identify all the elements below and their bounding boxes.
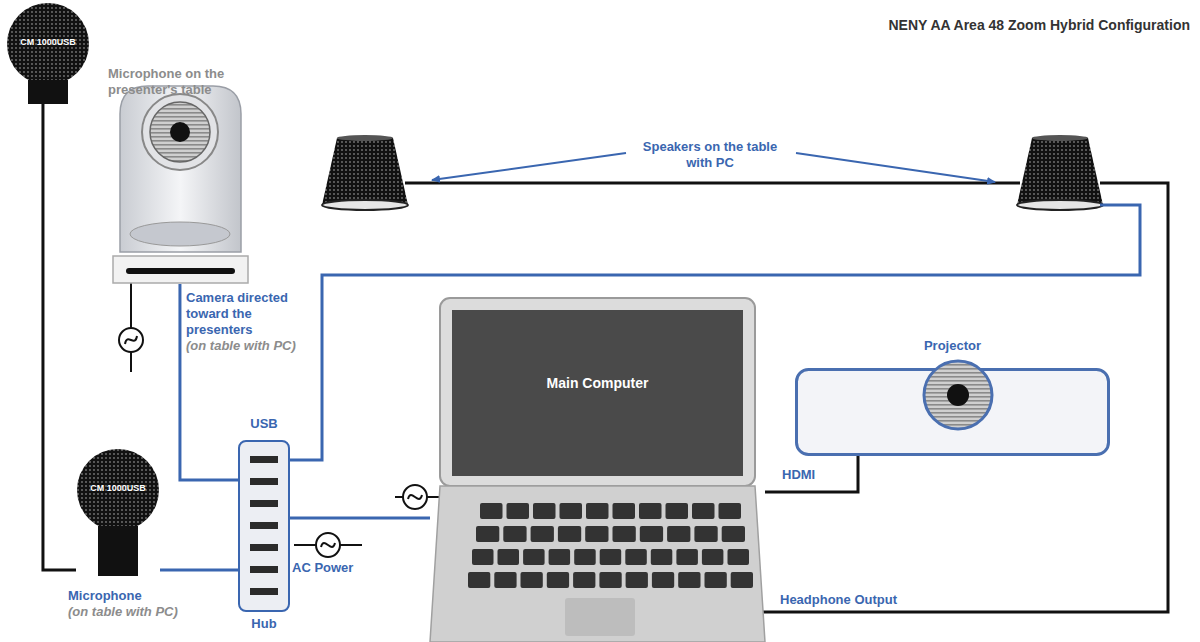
cable-connector xyxy=(290,517,430,518)
cable-connector xyxy=(43,104,76,570)
laptop-shape xyxy=(430,298,765,642)
microphone: CM 1000USBMicrophone on the presenter's … xyxy=(6,2,90,104)
device-label: Microphone xyxy=(68,588,142,604)
microphone: CM 1000USBMicrophone(on table with PC) xyxy=(76,448,160,576)
connector-label: HDMI xyxy=(780,467,817,483)
ptz-camera-shape xyxy=(112,84,249,284)
leader-arrow xyxy=(432,153,626,180)
usb-hub: USBHub xyxy=(238,440,290,612)
device-label: Microphone on the presenter's table xyxy=(108,66,278,98)
speaker-left xyxy=(322,135,408,210)
device-label: Hub xyxy=(218,616,310,632)
model-text: CM 1000USB xyxy=(6,37,90,48)
audio-wire xyxy=(405,182,1020,185)
projector-shape xyxy=(795,368,1110,456)
ac-symbol xyxy=(395,485,440,509)
diagram-title: NENY AA Area 48 Zoom Hybrid Configuratio… xyxy=(888,17,1190,33)
ptz-camera: Camera directed toward the presenters(on… xyxy=(112,84,249,284)
ac-symbol xyxy=(294,533,362,557)
model-text: CM 1000USB xyxy=(76,483,160,494)
projector: Projector xyxy=(795,368,1110,456)
port-label: USB xyxy=(218,416,310,432)
device-label: Camera directed toward the presenters xyxy=(186,290,304,338)
cable-connector xyxy=(765,456,858,492)
ac-symbol xyxy=(119,283,143,372)
screen-label: Main Computer xyxy=(440,375,755,391)
usb-hub-shape xyxy=(238,440,290,612)
cable-connector xyxy=(160,569,238,570)
device-label: Projector xyxy=(795,338,1110,354)
port-label: Headphone Output xyxy=(780,592,897,608)
leader-arrow xyxy=(796,153,995,182)
location-note: (on table with PC) xyxy=(186,338,296,354)
location-note: (on table with PC) xyxy=(68,604,178,620)
microphone-shape xyxy=(6,2,90,104)
headphone-wire xyxy=(757,183,1168,612)
laptop: Main Computer xyxy=(430,298,765,642)
callout-label: Speakers on the table with PC xyxy=(635,139,785,171)
speaker-right xyxy=(1017,135,1103,210)
microphone-shape xyxy=(76,448,160,576)
power-label: AC Power xyxy=(292,560,353,576)
